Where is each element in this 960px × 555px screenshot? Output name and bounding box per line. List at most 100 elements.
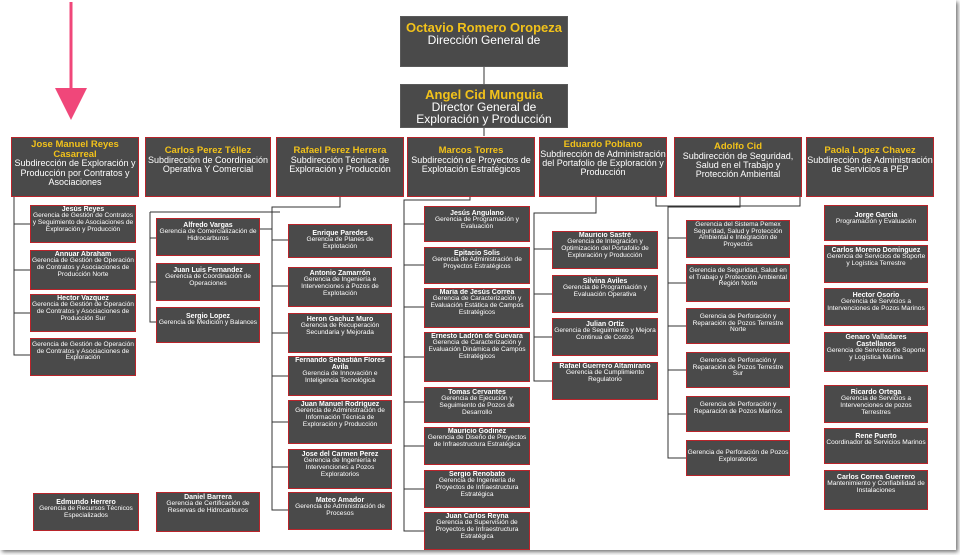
manager-name: Mauricio Godinez: [447, 428, 507, 435]
manager-box: Hector Osorio Gerencia de Servicios a In…: [824, 288, 928, 326]
manager-box: Antonio Zamarrón Gerencia de Ingeniería …: [288, 267, 392, 307]
manager-box: Tomas Cervantes Gerencia de Ejecución y …: [424, 387, 530, 423]
subdirection-box: Adolfo Cid Subdirección de Seguridad, Sa…: [674, 137, 802, 197]
subdirection-name: Rafael Perez Herrera: [293, 145, 387, 156]
manager-name: Annuar Abraham: [54, 251, 112, 258]
manager-box: Sergio Lopez Gerencia de Medición y Bala…: [156, 307, 260, 343]
manager-title: Gerencia de Diseño de Proyectos de Infra…: [427, 434, 527, 448]
subdirection-name: Jose Manuel Reyes Casarreal: [31, 139, 119, 160]
manager-title: Gerencia de Caracterización y Evaluación…: [428, 339, 526, 360]
subdirection-box: Eduardo Poblano Subdirección de Administ…: [539, 137, 667, 197]
manager-box: Gerencia de Gestión de Operación de Cont…: [30, 338, 136, 376]
subdirection-box: Paola Lopez Chavez Subdirección de Admin…: [806, 137, 934, 197]
subdirection-box: Rafael Perez Herrera Subdirección Técnic…: [276, 137, 404, 197]
manager-name: Sergio Renobato: [448, 471, 505, 478]
subdirection-title: Subdirección de Administración de Servic…: [807, 154, 933, 174]
manager-title: Gerencia de Comercialización de Hidrocar…: [159, 228, 257, 242]
manager-title: Gerencia de Administración de Informació…: [295, 407, 385, 428]
manager-title: Gerencia de Gestión de Operación de Cont…: [32, 301, 134, 322]
manager-title: Gerencia de Gestión de Contratos y Segui…: [32, 212, 134, 233]
manager-title: Gerencia de Recursos Técnicos Especializ…: [39, 505, 133, 519]
manager-title: Coordinador de Servicios Marinos: [826, 439, 926, 447]
manager-name: Heron Gachuz Muro: [306, 316, 374, 323]
manager-name: Tomas Cervantes: [448, 389, 506, 396]
director-name: Octavio Romero Oropeza: [405, 20, 563, 35]
manager-name: Ricardo Ortega: [850, 389, 902, 396]
manager-title: Gerencia de Ingeniería e Intervenciones …: [301, 276, 379, 297]
manager-name: Antonio Zamarrón: [309, 270, 371, 277]
manager-name: Jesús Angulano: [450, 210, 504, 217]
manager-title: Gerencia de Perforación y Reparación de …: [692, 357, 784, 378]
manager-name: Jose del Carmen Perez: [301, 451, 379, 458]
manager-box: Ricardo Ortega Gerencia de Servicios a I…: [824, 385, 928, 423]
manager-title: Gerencia de Medición y Balances: [158, 319, 258, 327]
director-general-box: Angel Cid Munguia Director General de Ex…: [400, 84, 568, 128]
manager-box: Jesús Reyes Gerencia de Gestión de Contr…: [30, 205, 136, 243]
manager-name: Genaro Valladares Castellanos: [845, 334, 907, 349]
manager-name: Epitacio Solis: [454, 250, 500, 257]
subdirection-name: Eduardo Poblano: [563, 139, 643, 150]
manager-title: Programación y Evaluación: [835, 218, 917, 226]
manager-box: Gerencia de Perforación y Reparación de …: [686, 396, 790, 432]
manager-title: Gerencia de Programación y Evaluación: [435, 216, 519, 230]
manager-box: Alfredo Vargas Gerencia de Comercializac…: [156, 218, 260, 256]
manager-box: Mauricio Sastré Gerencia de Integración …: [552, 231, 658, 269]
manager-box: Fernando Sebastián Flores Avila Gerencia…: [288, 356, 392, 396]
manager-title: Gerencia de Ingeniería de Proyectos de I…: [435, 477, 519, 498]
manager-box: Sergio Renobato Gerencia de Ingeniería d…: [424, 470, 530, 508]
manager-title: Gerencia de Servicios a Intervenciones d…: [827, 298, 925, 312]
manager-box: Enrique Paredes Gerencia de Planes de Ex…: [288, 224, 392, 258]
manager-title: Gerencia de Certificación de Reservas de…: [166, 500, 250, 514]
manager-box: Gerencia de Perforación y Reparación de …: [686, 352, 790, 388]
subdirection-title: Subdirección de Coordinación Operativa Y…: [147, 154, 269, 174]
manager-box: Rafael Guerrero Altamirano Gerencia de C…: [552, 362, 658, 400]
manager-name: Carlos Correa Guerrero: [836, 474, 916, 481]
subdirection-title: Subdirección de Exploración y Producción…: [14, 158, 136, 187]
manager-title: Gerencia de Programación y Evaluación Op…: [563, 284, 647, 298]
manager-box: Gerencia de Seguridad, Salud en el Traba…: [686, 264, 790, 302]
manager-name: Mateo Amador: [315, 497, 365, 504]
manager-title: Gerencia de Gestión de Operación de Cont…: [32, 341, 134, 362]
subdirection-name: Paola Lopez Chavez: [824, 145, 916, 156]
manager-name: Juan Carlos Reyna: [445, 513, 509, 520]
manager-title: Gerencia de Cumplimiento Regulatorio: [565, 369, 645, 383]
manager-box: Daniel Barrera Gerencia de Certificación…: [156, 492, 260, 532]
manager-name: Maria de Jesús Correa: [439, 289, 515, 296]
manager-name: Enrique Paredes: [312, 230, 368, 237]
subdirection-name: Marcos Torres: [438, 145, 504, 156]
manager-box: Julian Ortiz Gerencia de Seguimiento y M…: [552, 318, 658, 356]
manager-title: Gerencia de Ejecución y Seguimiento de P…: [439, 395, 515, 416]
manager-box: Annuar Abraham Gerencia de Gestión de Op…: [30, 250, 136, 290]
manager-title: Gerencia de Integración y Optimización d…: [561, 238, 649, 259]
manager-box: Silvina Aviles Gerencia de Programación …: [552, 275, 658, 313]
manager-name: Edmundo Herrero: [56, 499, 116, 506]
manager-name: Juan Luis Fernandez: [173, 267, 243, 274]
manager-box: Epitacio Solis Gerencia de Administració…: [424, 247, 530, 284]
manager-name: Fernando Sebastián Flores Avila: [295, 357, 385, 372]
manager-box: Rene Puerto Coordinador de Servicios Mar…: [824, 428, 928, 464]
manager-box: Genaro Valladares Castellanos Gerencia d…: [824, 332, 928, 372]
manager-box: Mauricio Godinez Gerencia de Diseño de P…: [424, 427, 530, 465]
subdirection-title: Subdirección Técnica de Exploración y Pr…: [289, 154, 391, 174]
manager-title: Gerencia de Gestión de Operación de Cont…: [32, 257, 134, 278]
director-box: Octavio Romero Oropeza Dirección General…: [400, 16, 568, 67]
manager-box: Mateo Amador Gerencia de Administración …: [288, 492, 392, 530]
manager-box: Maria de Jesús Correa Gerencia de Caract…: [424, 288, 530, 328]
manager-title: Gerencia de Servicios de Soporte y Logís…: [826, 253, 926, 267]
manager-box: Juan Luis Fernandez Gerencia de Coordina…: [156, 263, 260, 301]
manager-title: Gerencia de Administración de Procesos: [295, 503, 385, 517]
manager-title: Gerencia de Recuperación Secundaria y Me…: [300, 322, 380, 336]
subdirection-title: Subdirección de Proyectos de Explotación…: [411, 154, 531, 174]
manager-title: Gerencia de Servicios a Intervenciones d…: [840, 395, 912, 416]
manager-name: Hector Osorio: [852, 292, 900, 299]
manager-title: Gerencia de Supervisión de Proyectos de …: [435, 519, 519, 540]
manager-box: Carlos Correa Guerrero Mantenimiento y C…: [824, 470, 928, 510]
manager-box: Jesús Angulano Gerencia de Programación …: [424, 206, 530, 242]
manager-title: Gerencia de Perforación y Reparación de …: [692, 313, 784, 334]
manager-name: Rafael Guerrero Altamirano: [559, 363, 651, 370]
manager-title: Gerencia de Coordinación de Operaciones: [165, 273, 251, 287]
manager-box: Juan Carlos Reyna Gerencia de Supervisió…: [424, 512, 530, 550]
manager-name: Rene Puerto: [855, 433, 897, 440]
manager-name: Julian Ortiz: [585, 321, 625, 328]
